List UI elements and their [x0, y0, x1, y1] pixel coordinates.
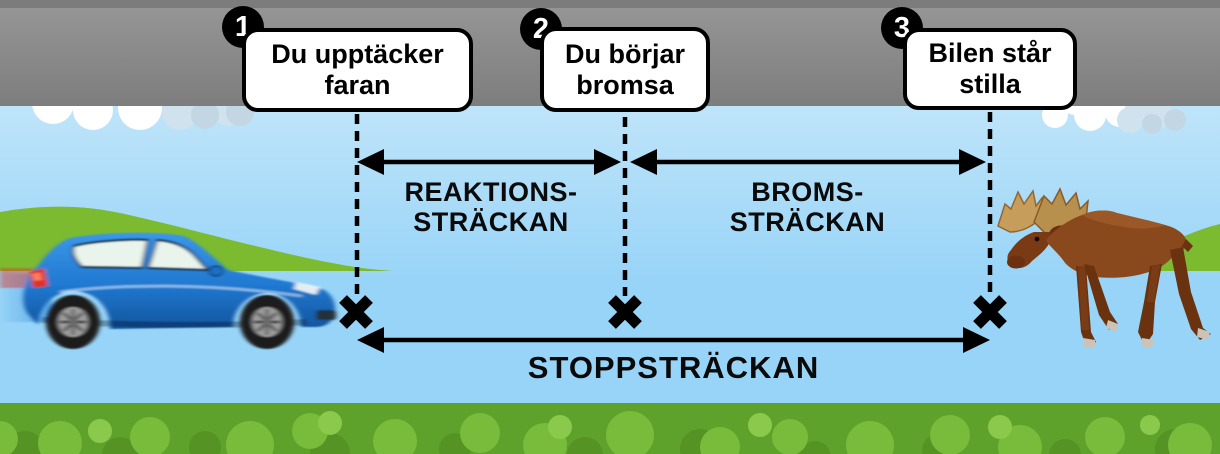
callout-1: Du upptäcker faran — [242, 28, 473, 112]
car-wheel — [46, 295, 100, 349]
callout-2: Du börjar bromsa — [540, 27, 710, 112]
callout-3-line2: stilla — [959, 69, 1021, 99]
reaction-label-line1: REAKTIONS- — [404, 177, 578, 207]
car-wheel — [240, 295, 294, 349]
reaction-label-line2: STRÄCKAN — [413, 207, 569, 237]
car-illustration — [0, 232, 336, 349]
braking-label-line1: BROMS- — [751, 177, 864, 207]
bushes — [0, 403, 1220, 454]
braking-label-line2: STRÄCKAN — [729, 207, 886, 237]
braking-distance-label: BROMS- STRÄCKAN — [625, 177, 990, 237]
stopping-distance-label: STOPPSTRÄCKAN — [527, 350, 820, 385]
callout-1-line1: Du upptäcker — [271, 39, 444, 69]
callout-2-line2: bromsa — [576, 69, 674, 100]
callout-3: Bilen står stilla — [903, 28, 1077, 110]
callout-1-line2: faran — [324, 70, 391, 100]
moose-illustration — [997, 187, 1211, 348]
callout-3-line1: Bilen står — [928, 38, 1052, 68]
reaction-distance-label: REAKTIONS- STRÄCKAN — [357, 177, 625, 237]
road-near-shoulder — [0, 0, 1220, 8]
callout-2-line1: Du börjar — [564, 38, 685, 69]
